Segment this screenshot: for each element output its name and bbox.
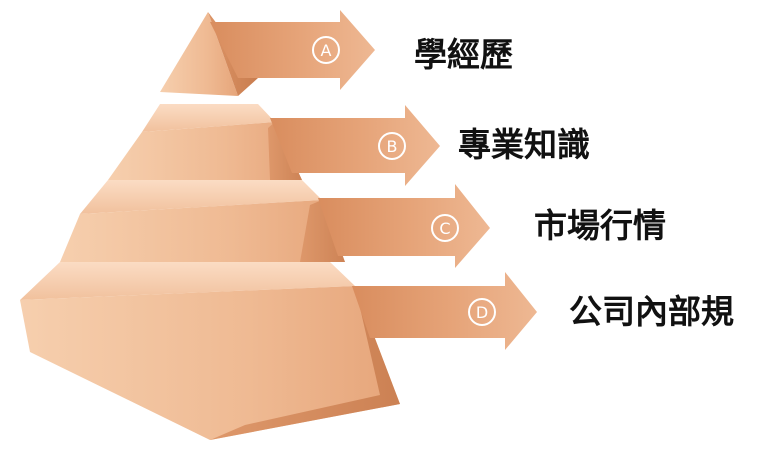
tier-b-top-face [142,104,275,132]
pyramid-tier-b [108,104,302,180]
arrow-a-shape [210,10,375,90]
badge-d-ring [468,298,496,326]
tier-a-front-face [160,12,238,96]
badge-b-ring [378,132,406,160]
tier-c-side-face [300,200,345,262]
arrow-d-shape [352,272,537,350]
pyramid-tier-d [20,262,400,440]
tier-c-front-face [60,200,345,262]
badge-c-ring [431,214,459,242]
tier-d-front-face [20,286,400,440]
arrow-b: B [270,105,440,186]
arrow-a: A [210,10,375,90]
badge-a-letter: A [321,41,332,60]
tier-b-front-face [108,122,302,180]
tier-b-label: 專業知識 [458,125,590,164]
badge-c-letter: C [439,219,450,238]
pyramid-tier-c [60,180,345,262]
tier-a-label: 學經歷 [414,35,513,74]
tier-c-top-face [80,180,322,214]
arrow-c: C [318,184,490,268]
badge-d-letter: D [476,303,488,322]
tier-d-label: 公司內部規 [569,292,734,331]
tier-c-label: 市場行情 [534,206,666,245]
arrow-c-shape [318,184,490,268]
tier-d-top-face [20,262,355,300]
badge-b-letter: B [387,137,398,156]
arrow-b-shape [270,105,440,186]
arrow-d: D [352,272,537,350]
badge-a-ring [312,36,340,64]
tier-d-side-face [210,286,400,440]
